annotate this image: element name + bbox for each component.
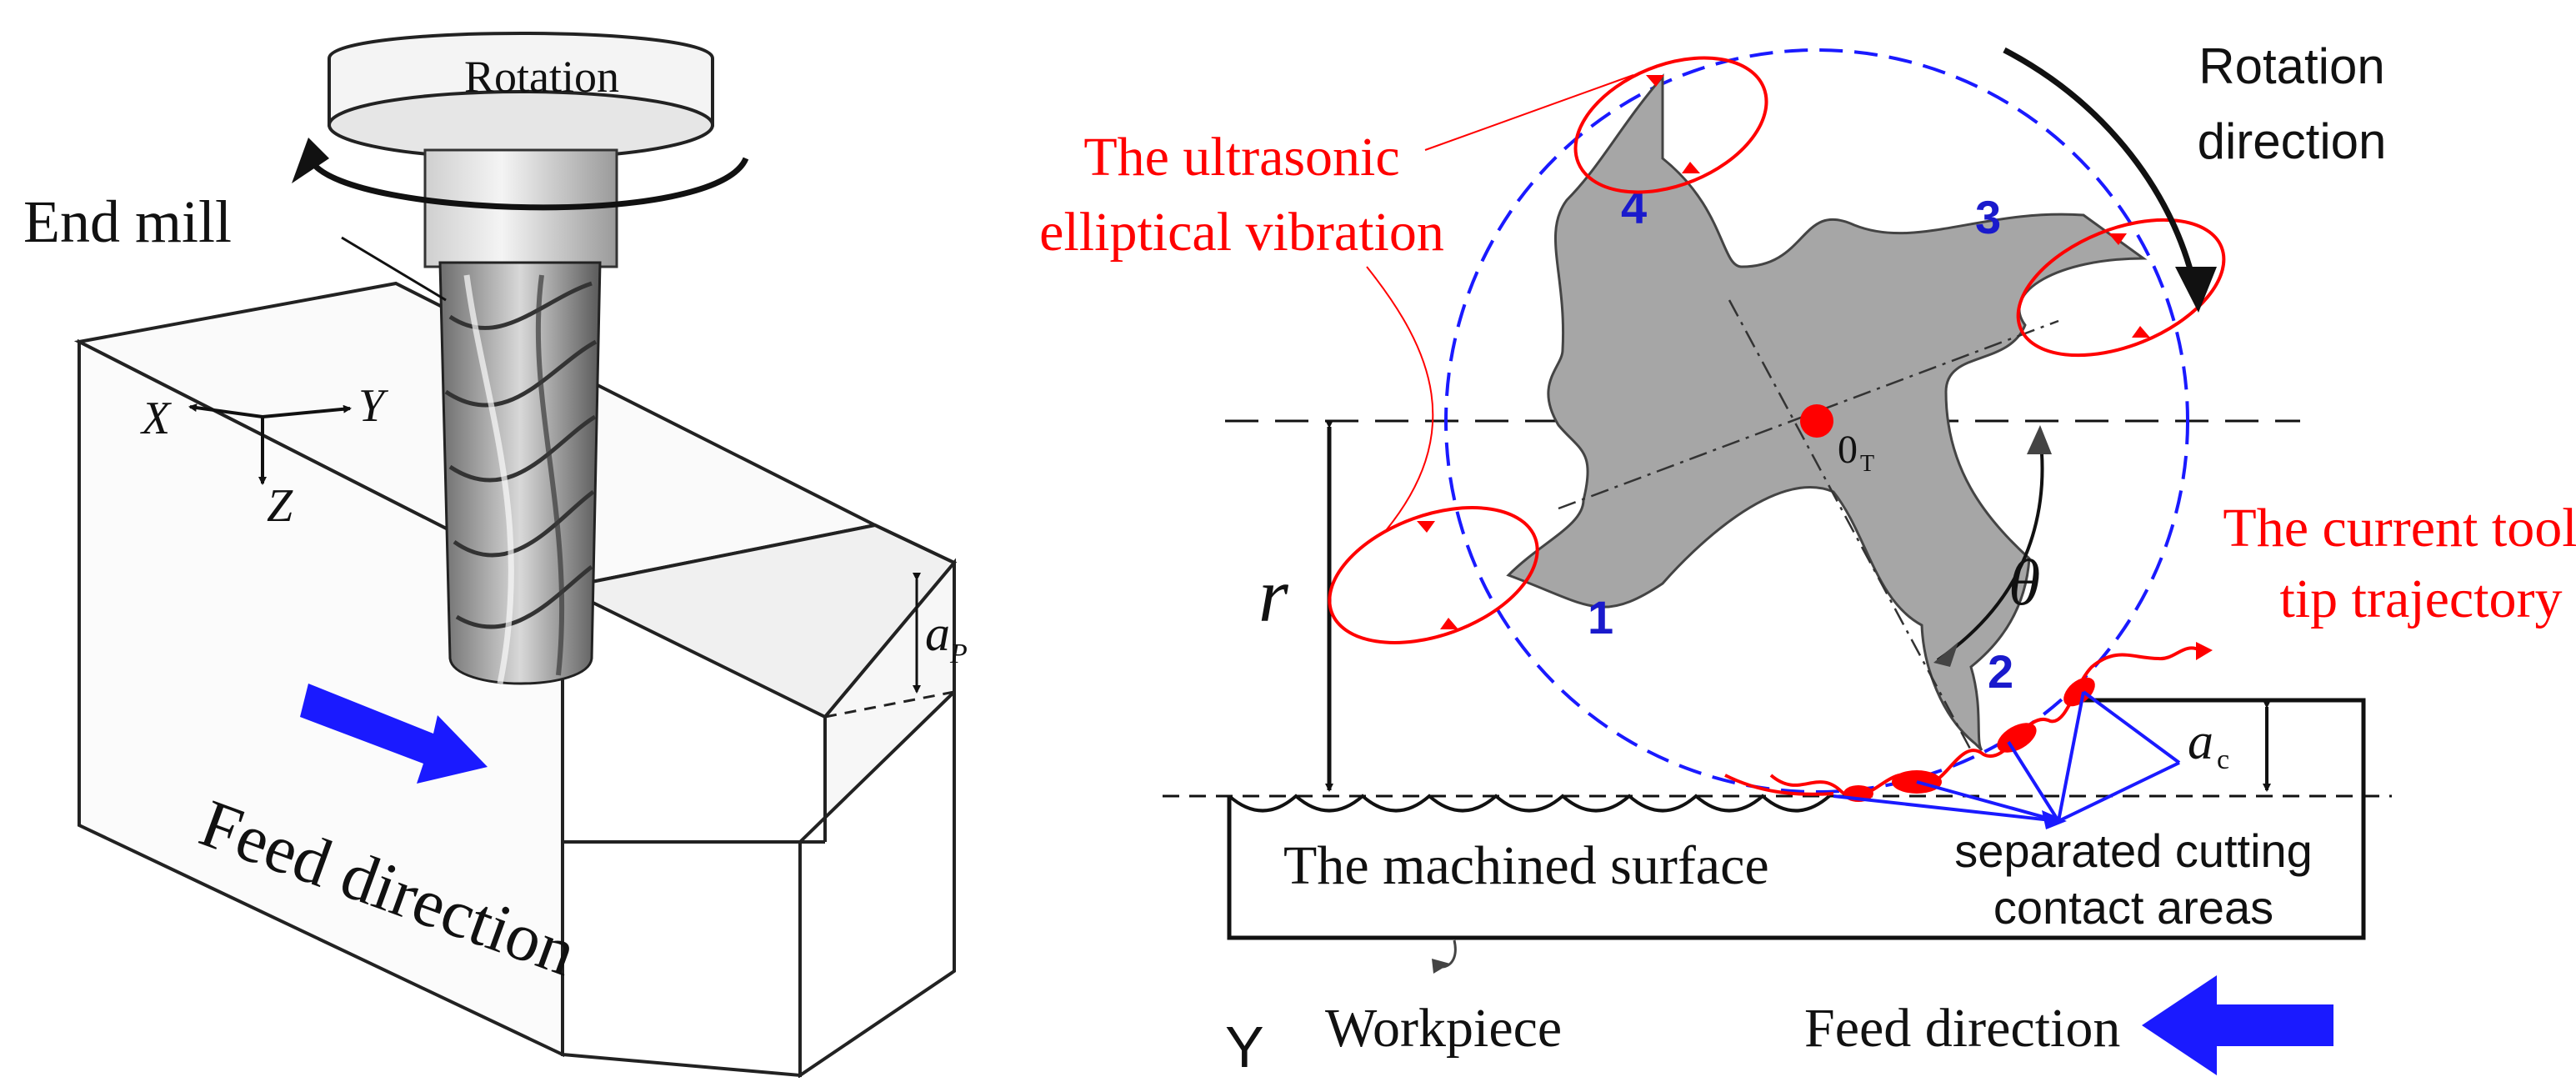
contact-areas-label: separated cutting contact areas [1954, 824, 2313, 934]
depth-dashed-line [824, 690, 955, 719]
left-panel: Rotation End mill X Y Z a P Feed directi… [23, 32, 968, 1079]
feed-arrow-left [300, 684, 488, 784]
depth-of-cut-dimension: a P [913, 573, 968, 694]
tool-envelope-circle [1444, 48, 2189, 794]
svg-text:The current tool: The current tool [2223, 498, 2576, 559]
axis-y-label: Y [358, 380, 389, 432]
center-axis-1 [1728, 299, 1973, 751]
feed-arrow-right [2142, 975, 2333, 1075]
angle-label: θ [2008, 546, 2040, 619]
workpiece-label: Workpiece [1325, 998, 1562, 1059]
svg-text:c: c [2217, 744, 2229, 775]
vibration-label: The ultrasonic elliptical vibration [1039, 127, 1444, 263]
rotation-direction-arrow [2003, 47, 2195, 276]
trajectory-label: The current tool tip trajectory [2223, 498, 2576, 629]
radius-label: r [1258, 553, 1289, 638]
right-panel: r 0 T θ 1 2 3 4 [1039, 38, 2576, 1079]
vibration-leader-side [1366, 266, 1434, 534]
machined-surface-label: The machined surface [1283, 835, 1769, 896]
tooth-number-3: 3 [1975, 191, 2001, 243]
tooth-number-1: 1 [1588, 591, 1613, 644]
tooth-number-4: 4 [1621, 181, 1647, 233]
svg-text:0: 0 [1838, 428, 1858, 472]
svg-text:Rotation: Rotation [2198, 38, 2384, 94]
svg-text:direction: direction [2198, 113, 2387, 169]
tooth-number-2: 2 [1988, 645, 2013, 698]
svg-text:a: a [2188, 714, 2213, 770]
axis-x-label: X [140, 393, 173, 444]
end-mill [438, 261, 602, 685]
cut-depth-dimension: a c [2188, 700, 2271, 792]
end-mill-label: End mill [23, 188, 232, 255]
svg-text:elliptical vibration: elliptical vibration [1039, 202, 1444, 263]
machined-scallops [1228, 794, 1831, 813]
center-axis-2 [1558, 319, 2059, 510]
contact-pointer-lines [1833, 690, 2181, 823]
rotation-direction-label: Rotation direction [2198, 38, 2387, 169]
rotation-label: Rotation [464, 52, 619, 102]
svg-text:a: a [925, 606, 950, 661]
svg-text:tip trajectory: tip trajectory [2279, 569, 2562, 629]
svg-text:P: P [949, 639, 968, 669]
block-edges [563, 523, 955, 844]
coordinate-axes [188, 403, 352, 485]
svg-text:separated cutting: separated cutting [1954, 824, 2313, 877]
tool-tip-trajectory [1769, 646, 2201, 799]
vibration-ellipses [1328, 56, 2226, 644]
feed-direction-label-right: Feed direction [1804, 998, 2120, 1059]
svg-text:T: T [1860, 451, 1874, 477]
axis-z-label: Z [267, 480, 293, 532]
rotation-arrow [305, 154, 749, 211]
tool-center-point [1800, 404, 1833, 438]
end-mill-leader [341, 236, 447, 302]
corner-glyph: Y [1225, 1014, 1264, 1078]
vibration-leader-top [1424, 74, 1634, 151]
center-label: 0 T [1838, 428, 1874, 477]
vibration-ellipse-markers [1417, 75, 2150, 629]
svg-text:contact areas: contact areas [1993, 881, 2273, 934]
svg-text:The ultrasonic: The ultrasonic [1083, 127, 1399, 188]
angle-arc [1936, 434, 2044, 662]
